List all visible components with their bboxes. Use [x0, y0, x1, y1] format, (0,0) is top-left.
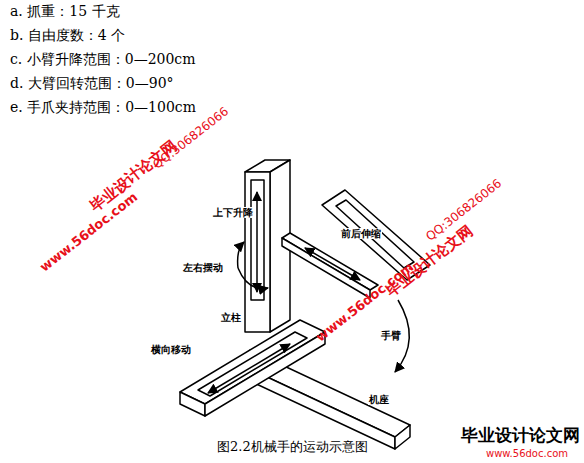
- rail-front: [205, 332, 325, 416]
- part-label: 立柱: [220, 312, 242, 323]
- logo-url: www.56doc.com: [486, 448, 568, 459]
- motion-label: 前后伸缩: [340, 228, 382, 239]
- figure-caption: 图2.2机械手的运动示意图: [217, 440, 368, 454]
- swing-arrow: [238, 268, 268, 289]
- frame-inner: [336, 200, 414, 268]
- rail-side: [180, 392, 205, 416]
- spec-line: a. 抓重：15 千克: [10, 4, 120, 19]
- lift-arrow: [256, 192, 258, 292]
- extend-arrow: [305, 248, 360, 280]
- column-front: [245, 172, 270, 332]
- column-slot: [251, 180, 264, 300]
- spec-line: b. 自由度数：4 个: [10, 28, 125, 43]
- motion-label: 左右摆动: [182, 262, 224, 273]
- motion-label: 横向移动: [150, 344, 192, 355]
- spec-line: c. 小臂升降范围：0—200cm: [10, 52, 196, 67]
- part-label: 手臂: [380, 330, 402, 341]
- traverse-arrow: [208, 344, 290, 393]
- base-end: [395, 425, 410, 449]
- rail-slot: [198, 332, 307, 396]
- part-label: 机座: [368, 394, 390, 405]
- swing-arrow-tail: [238, 242, 244, 268]
- arm-side: [282, 238, 370, 298]
- spec-line: d. 大臂回转范围：0—90°: [10, 76, 174, 91]
- arm-top: [282, 233, 378, 290]
- spec-line: e. 手爪夹持范围：0—100cm: [10, 100, 196, 115]
- motion-label: 上下升降: [212, 207, 254, 218]
- logo-text: 毕业设计论文网: [461, 426, 580, 445]
